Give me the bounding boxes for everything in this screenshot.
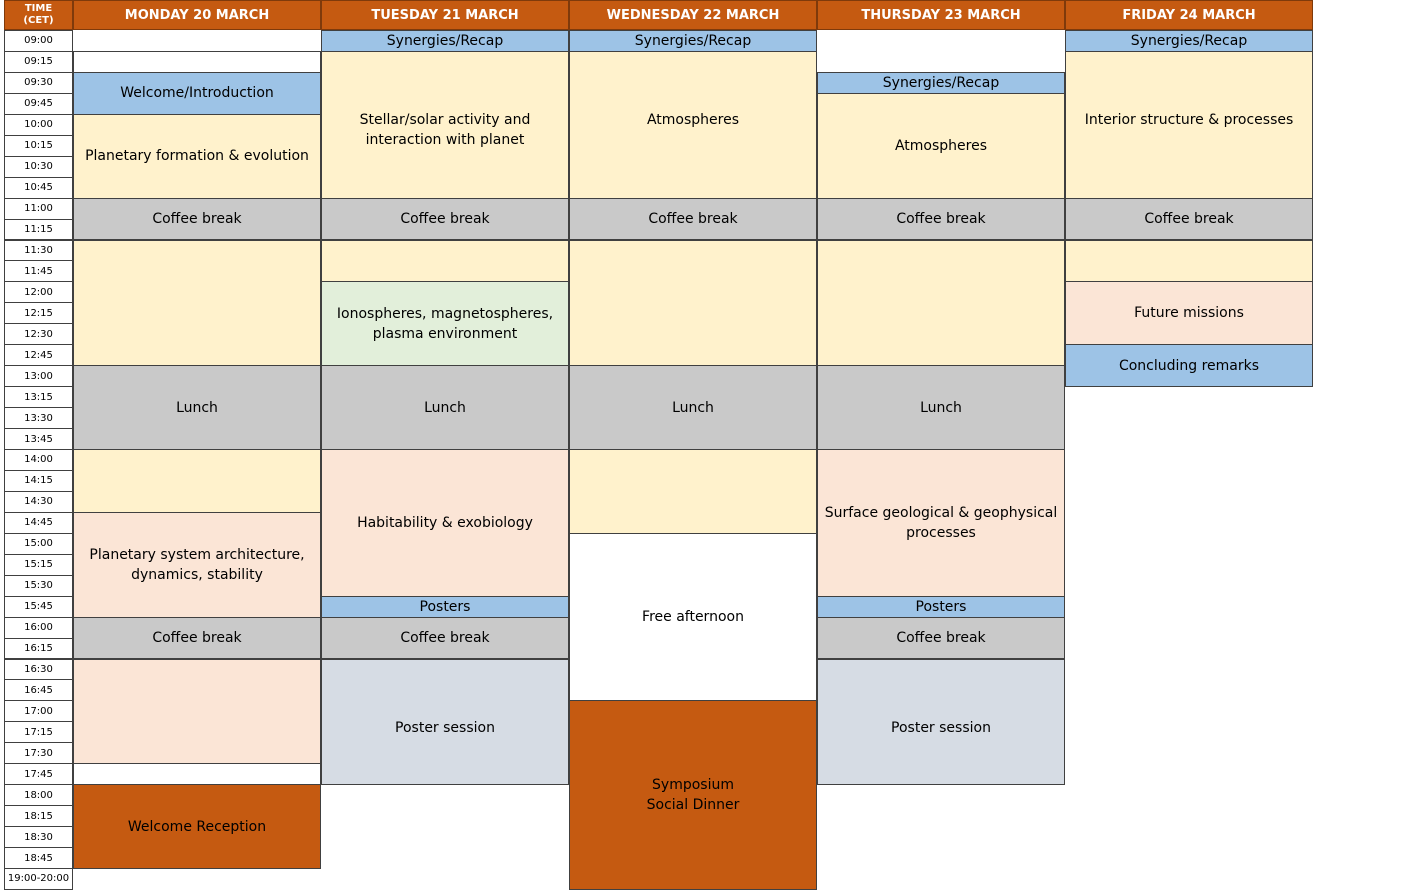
event-planetary-system-architecture-dynamics-stability: Planetary system architecture, dynamics,…: [73, 511, 321, 618]
event-poster-session: Poster session: [321, 658, 569, 786]
time-slot: 10:30: [4, 155, 73, 178]
time-slot: 12:15: [4, 302, 73, 325]
event-coffee-break: Coffee break: [817, 197, 1065, 241]
event-coffee-break: Coffee break: [73, 197, 321, 241]
time-slot: 11:00: [4, 197, 73, 220]
time-column-header: TIME (CET): [4, 0, 73, 30]
time-slot: 14:30: [4, 490, 73, 513]
time-slot: 15:00: [4, 532, 73, 555]
time-slot: 12:30: [4, 323, 73, 346]
event-poster-session: Poster session: [817, 658, 1065, 786]
event-coffee-break: Coffee break: [321, 197, 569, 241]
time-slot: 15:45: [4, 595, 73, 618]
event-planetary-formation-evolution: Planetary formation & evolution: [73, 113, 321, 199]
time-slot: 13:45: [4, 428, 73, 450]
event-coffee-break: Coffee break: [73, 616, 321, 660]
event-lunch: Lunch: [817, 365, 1065, 450]
event-interior-structure-processes: Interior structure & processes: [1065, 50, 1313, 199]
event-atmospheres: Atmospheres: [817, 92, 1065, 199]
event-lunch: Lunch: [73, 365, 321, 450]
time-slot: 17:00: [4, 700, 73, 723]
event-free-afternoon: Free afternoon: [569, 532, 817, 702]
time-slot: 18:30: [4, 826, 73, 849]
event-future-missions: Future missions: [1065, 281, 1313, 346]
time-slot: 13:15: [4, 386, 73, 409]
time-slot: 15:30: [4, 574, 73, 597]
time-slot: 11:15: [4, 218, 73, 241]
time-slot: 11:30: [4, 239, 73, 262]
event-posters: Posters: [321, 595, 569, 618]
event-stellar-solar-activity-and-interaction-with-planet: Stellar/solar activity and interaction w…: [321, 50, 569, 199]
time-slot: 18:45: [4, 847, 73, 869]
event-symposium-social-dinner: Symposium Social Dinner: [569, 700, 817, 890]
time-slot: 16:00: [4, 616, 73, 639]
day-header-2: WEDNESDAY 22 MARCH: [569, 0, 817, 30]
day-header-0: MONDAY 20 MARCH: [73, 0, 321, 30]
event-lunch: Lunch: [569, 365, 817, 450]
event-posters: Posters: [817, 595, 1065, 618]
event-surface-geological-geophysical-processes: Surface geological & geophysical process…: [817, 449, 1065, 597]
time-slot: 14:45: [4, 511, 73, 534]
event-habitability-exobiology: Habitability & exobiology: [321, 449, 569, 597]
time-slot: 16:30: [4, 658, 73, 681]
time-slot: 17:30: [4, 742, 73, 765]
event-synergies-recap: Synergies/Recap: [321, 30, 569, 52]
event-concluding-remarks: Concluding remarks: [1065, 344, 1313, 388]
time-slot: 18:15: [4, 805, 73, 828]
time-slot: 17:15: [4, 721, 73, 744]
time-slot: 16:15: [4, 637, 73, 660]
time-slot: 14:00: [4, 449, 73, 471]
event-atmospheres: Atmospheres: [569, 50, 817, 199]
event-open-slot: [73, 50, 321, 73]
time-slot: 19:00-20:00: [4, 868, 73, 890]
time-slot: 09:00: [4, 30, 73, 52]
event-coffee-break: Coffee break: [1065, 197, 1313, 241]
time-slot: 12:00: [4, 281, 73, 304]
time-slot: 18:00: [4, 784, 73, 807]
event-open-slot: [73, 763, 321, 786]
event-open-slot: [569, 239, 817, 367]
time-slot: 10:45: [4, 176, 73, 199]
event-coffee-break: Coffee break: [817, 616, 1065, 660]
day-header-4: FRIDAY 24 MARCH: [1065, 0, 1313, 30]
event-coffee-break: Coffee break: [321, 616, 569, 660]
event-welcome-reception: Welcome Reception: [73, 784, 321, 869]
event-open-slot: [1065, 239, 1313, 283]
time-slot: 11:45: [4, 260, 73, 283]
time-slot: 14:15: [4, 469, 73, 492]
time-slot: 13:00: [4, 365, 73, 388]
day-header-3: THURSDAY 23 MARCH: [817, 0, 1065, 30]
event-open-slot: [73, 449, 321, 513]
event-open-slot: [73, 658, 321, 765]
event-synergies-recap: Synergies/Recap: [817, 71, 1065, 94]
time-slot: 15:15: [4, 553, 73, 576]
event-welcome-introduction: Welcome/Introduction: [73, 71, 321, 115]
event-lunch: Lunch: [321, 365, 569, 450]
time-slot: 09:15: [4, 50, 73, 73]
event-open-slot: [569, 449, 817, 534]
time-slot: 10:15: [4, 134, 73, 157]
time-slot: 09:45: [4, 92, 73, 115]
event-synergies-recap: Synergies/Recap: [1065, 30, 1313, 52]
event-synergies-recap: Synergies/Recap: [569, 30, 817, 52]
event-ionospheres-magnetospheres-plasma-environment: Ionospheres, magnetospheres, plasma envi…: [321, 281, 569, 367]
event-open-slot: [73, 239, 321, 367]
time-slot: 09:30: [4, 71, 73, 94]
time-slot: 10:00: [4, 113, 73, 136]
day-header-1: TUESDAY 21 MARCH: [321, 0, 569, 30]
event-open-slot: [321, 239, 569, 283]
time-slot: 12:45: [4, 344, 73, 367]
time-slot: 17:45: [4, 763, 73, 786]
time-slot: 13:30: [4, 407, 73, 430]
event-coffee-break: Coffee break: [569, 197, 817, 241]
time-slot: 16:45: [4, 679, 73, 702]
event-open-slot: [817, 239, 1065, 367]
